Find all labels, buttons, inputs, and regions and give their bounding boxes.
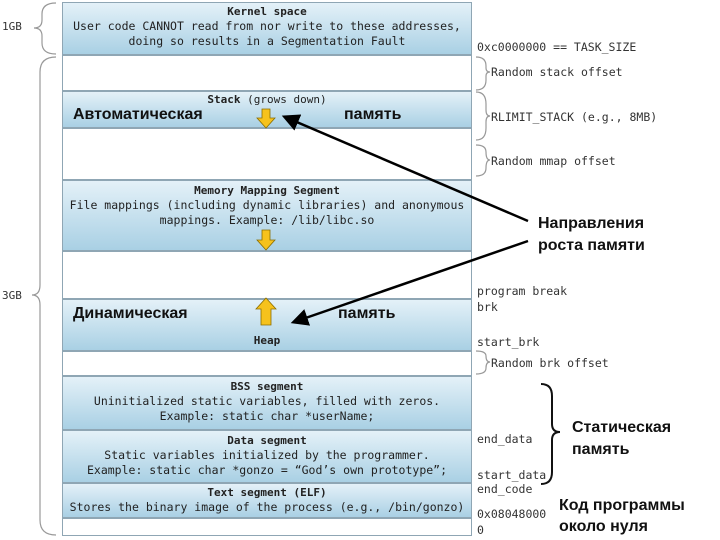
kernel-space-line1: User code CANNOT read from nor write to … (73, 19, 461, 33)
mmap-line2: mappings. Example: /lib/libc.so (159, 213, 375, 227)
brace-3gb (31, 56, 57, 536)
mmap-title: Memory Mapping Segment (194, 184, 340, 197)
data-line2: Example: static char *gonzo = “God’s own… (86, 463, 448, 477)
bss-segment: BSS segment Uninitialized static variabl… (62, 376, 472, 430)
annotation-automatic: Автоматическая (73, 106, 203, 123)
heap-title: Heap (253, 334, 281, 347)
pointer-arrow-to-heap (290, 239, 529, 326)
annotation-dynamic: Динамическая (73, 305, 188, 322)
annotation-growth-line2: роста памяти (538, 237, 645, 254)
rlimit-stack-label: RLIMIT_STACK (e.g., 8MB) (491, 110, 658, 124)
task-size-label: 0xc0000000 == TASK_SIZE (477, 40, 637, 54)
size-label-3gb: 3GB (2, 289, 22, 302)
bracket-random-brk (475, 350, 491, 375)
pointer-arrow-to-stack (281, 114, 529, 223)
data-title: Data segment (227, 434, 307, 447)
random-mmap-offset-label: Random mmap offset (491, 154, 616, 168)
bracket-rlimit-stack (475, 91, 491, 141)
mmap-grows-down-arrow (256, 229, 276, 251)
stack-title: Stack (grows down) (207, 93, 327, 106)
bottom-gap (62, 518, 472, 536)
random-mmap-gap (62, 128, 472, 180)
bss-line1: Uninitialized static variables, filled w… (93, 394, 441, 408)
kernel-space-segment: Kernel space User code CANNOT read from … (62, 2, 472, 55)
text-title: Text segment (ELF) (207, 486, 327, 499)
heap-grows-up-arrow (255, 297, 277, 326)
bss-title: BSS segment (230, 380, 304, 393)
annotation-static-line2: память (572, 441, 630, 458)
annotation-automatic-memory: память (344, 106, 402, 123)
brk-label: brk (477, 300, 498, 314)
text-line1: Stores the binary image of the process (… (69, 500, 465, 514)
start-brk-label: start_brk (477, 335, 540, 349)
annotation-static-line1: Статическая (572, 419, 672, 436)
start-data-label: start_data (477, 468, 547, 482)
annotation-code-line1: Код программы (559, 497, 685, 514)
bracket-random-stack (475, 56, 491, 91)
end-data-label: end_data (477, 432, 533, 446)
random-brk-offset-label: Random brk offset (491, 356, 609, 370)
annotation-code-line2: около нуля (559, 518, 648, 535)
data-line1: Static variables initialized by the prog… (104, 448, 430, 462)
bracket-random-mmap (475, 144, 491, 177)
data-segment: Data segment Static variables initialize… (62, 430, 472, 483)
brace-static-memory (540, 383, 561, 485)
brace-1gb (33, 2, 57, 55)
size-label-1gb: 1GB (2, 20, 22, 33)
text-address-label: 0x08048000 (477, 507, 547, 521)
text-segment: Text segment (ELF) Stores the binary ima… (62, 483, 472, 518)
random-stack-offset-label: Random stack offset (491, 65, 623, 79)
stack-grows-down-arrow (256, 108, 276, 129)
annotation-dynamic-memory: память (338, 305, 396, 322)
free-gap (62, 251, 472, 299)
mmap-line1: File mappings (including dynamic librari… (69, 198, 465, 212)
random-stack-gap (62, 55, 472, 91)
end-code-label: end_code (477, 482, 533, 496)
program-break-label: program break (477, 284, 568, 298)
bss-line2: Example: static char *userName; (159, 409, 375, 423)
kernel-space-line2: doing so results in a Segmentation Fault (128, 34, 406, 48)
annotation-growth-line1: Направления (538, 215, 645, 232)
random-brk-gap (62, 351, 472, 376)
zero-address-label: 0 (477, 523, 484, 537)
kernel-space-title: Kernel space (227, 5, 307, 18)
